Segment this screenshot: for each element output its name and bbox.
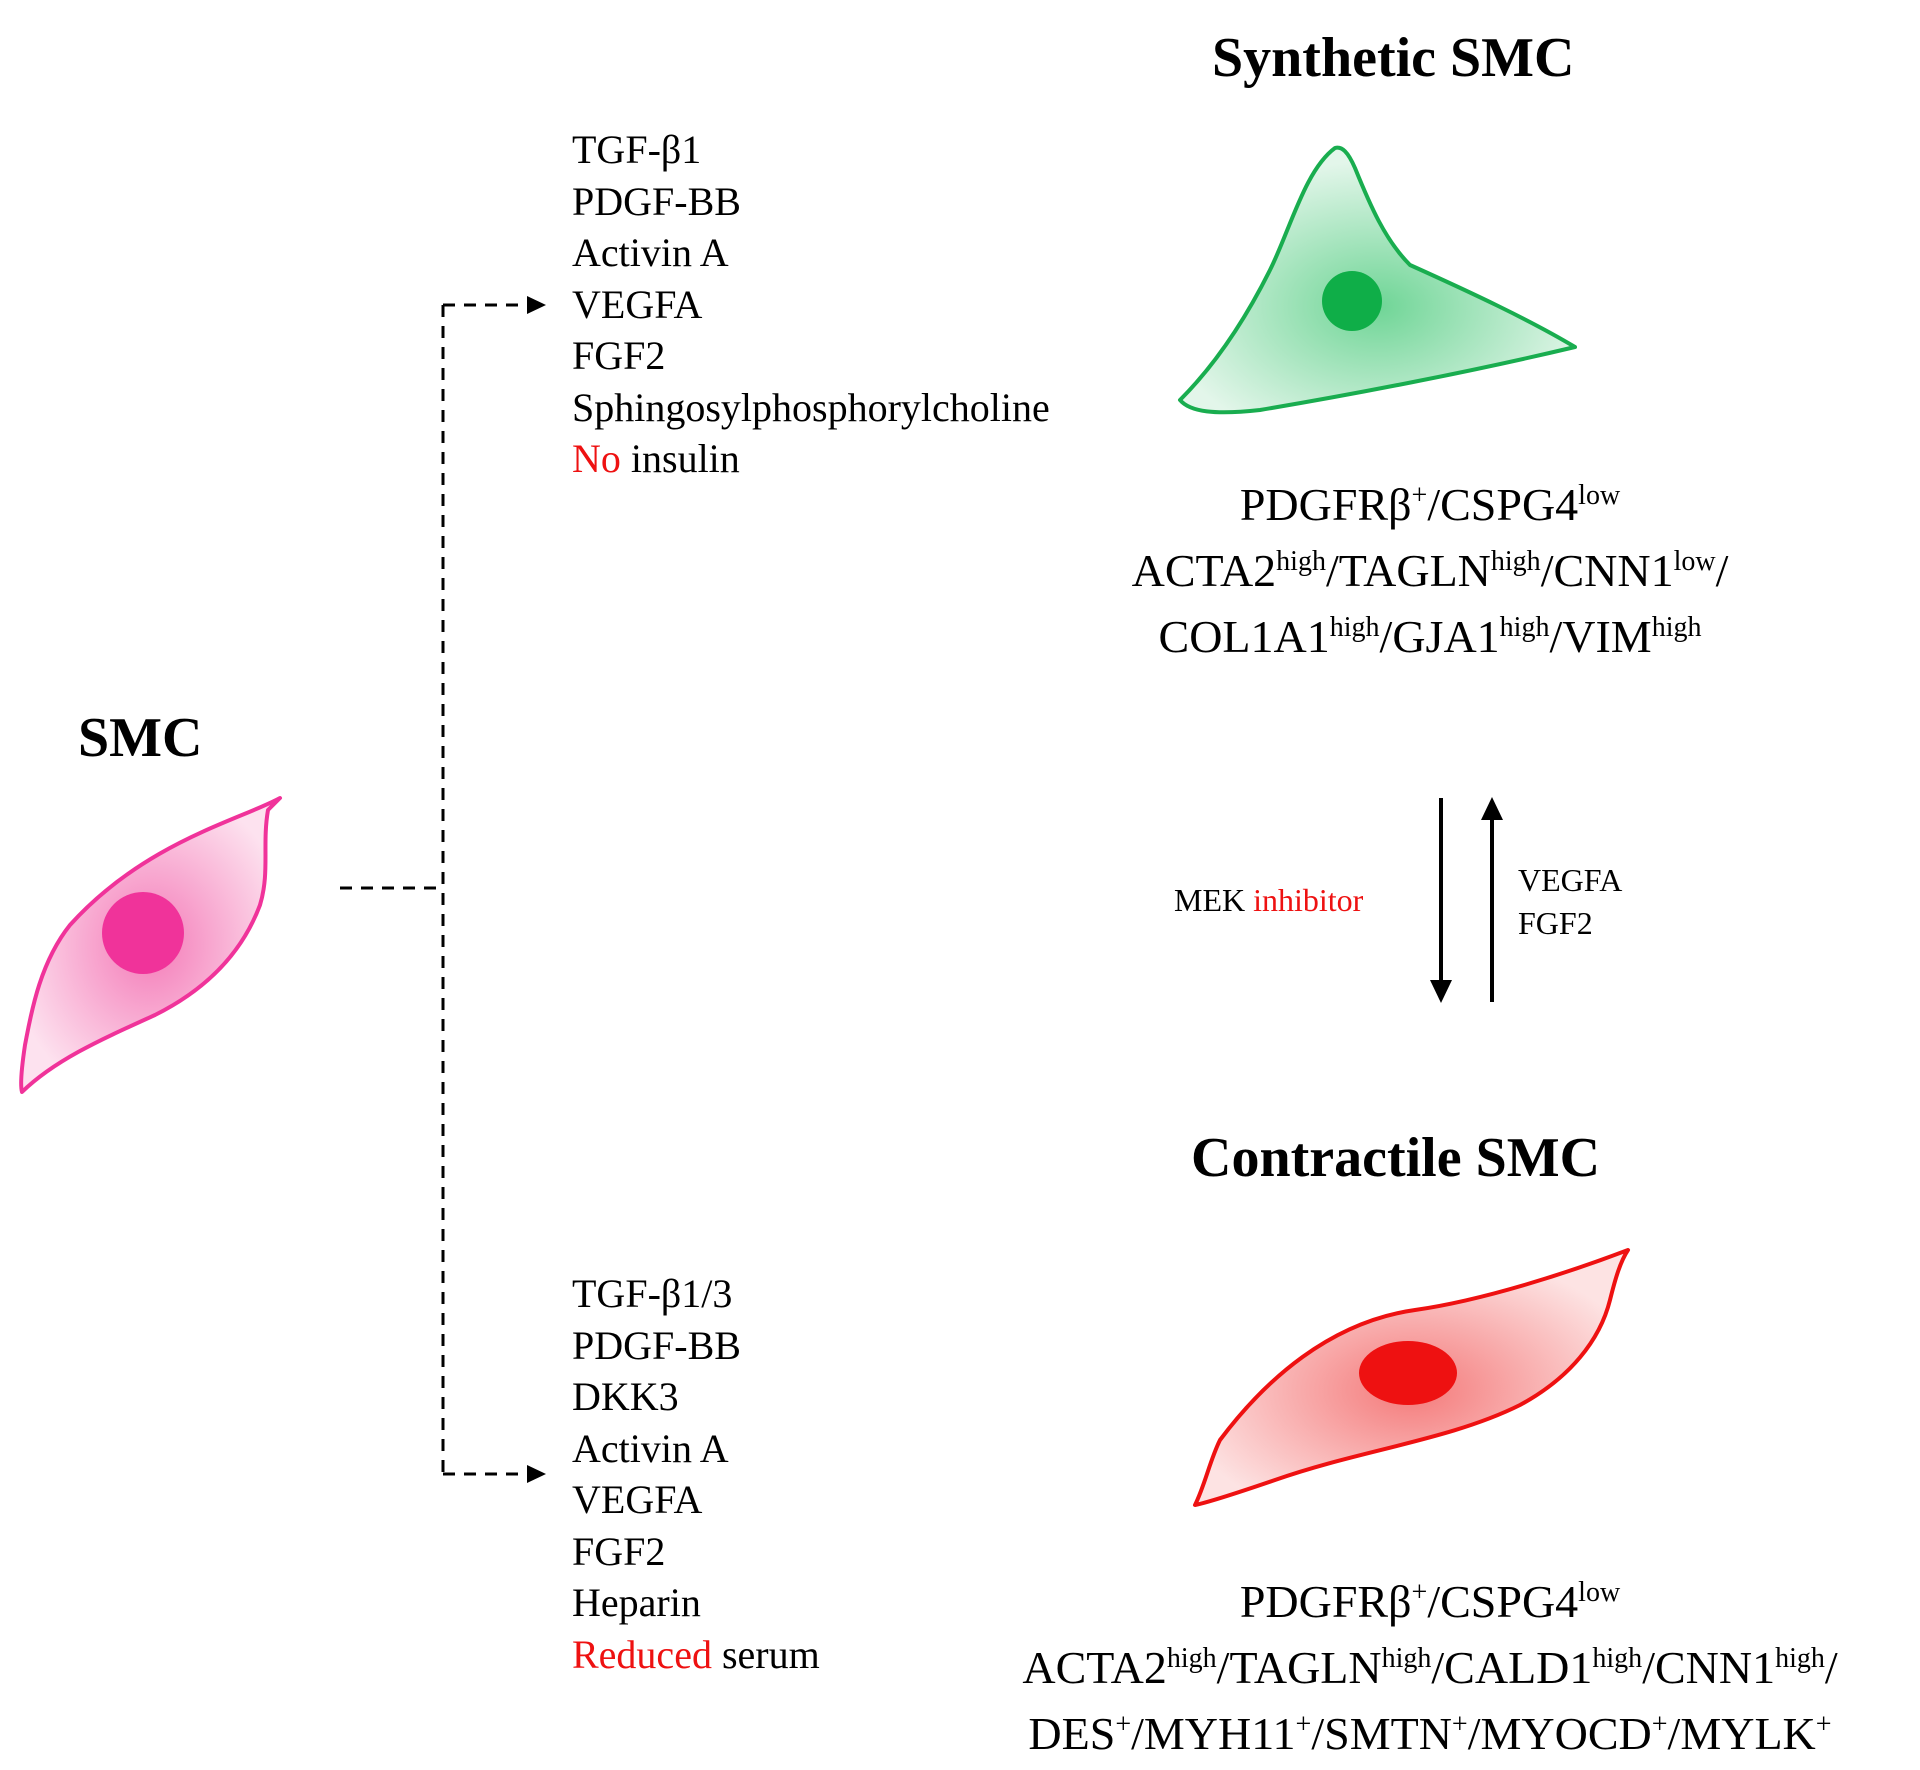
contractile-factor-item: Reduced serum bbox=[572, 1629, 820, 1681]
inhibitor-label-text: inhibitor bbox=[1253, 882, 1364, 918]
contractile-marker-line: DES+/MYH11+/SMTN+/MYOCD+/MYLK+ bbox=[900, 1704, 1920, 1770]
synthetic-factor-item: PDGF-BB bbox=[572, 178, 741, 224]
mek-inhibitor-label: MEK inhibitor bbox=[1174, 884, 1363, 916]
synthetic-marker-level: high bbox=[1490, 546, 1541, 577]
synthetic-marker-line: ACTA2high/TAGLNhigh/CNN1low/ bbox=[1040, 541, 1820, 607]
synthetic-marker-name: /CNN1 bbox=[1540, 545, 1674, 596]
contractile-marker-level: + bbox=[1451, 1709, 1468, 1740]
contractile-factor-item: VEGFA bbox=[572, 1477, 703, 1522]
up-label-vegfa: VEGFA bbox=[1518, 862, 1623, 898]
contractile-smc-title: Contractile SMC bbox=[1191, 1127, 1601, 1189]
contractile-marker-level: + bbox=[1295, 1709, 1312, 1740]
synthetic-factor-item: VEGFA bbox=[572, 281, 703, 327]
synthetic-factor-item: Sphingosylphosphorylcholine bbox=[572, 384, 1050, 430]
contractile-marker-name: /MYH11 bbox=[1131, 1708, 1296, 1759]
synthetic-marker-name: /VIM bbox=[1549, 611, 1652, 662]
synthetic-marker-level: + bbox=[1411, 480, 1428, 511]
contractile-marker-name: /MYLK bbox=[1667, 1708, 1816, 1759]
arrowhead-synthetic bbox=[527, 296, 546, 314]
contractile-factor-item: TGF-β1/3 bbox=[572, 1271, 733, 1316]
synthetic-smc-cell bbox=[1178, 145, 1577, 415]
branch-arrows bbox=[340, 303, 530, 1476]
contractile-marker-name: /CSPG4 bbox=[1427, 1576, 1579, 1627]
contractile-factor-item: DKK3 bbox=[572, 1374, 679, 1419]
contractile-marker-level: high bbox=[1166, 1643, 1217, 1674]
contractile-marker-name: PDGFRβ bbox=[1239, 1576, 1412, 1627]
smc-title: SMC bbox=[78, 707, 203, 769]
contractile-factor-item: PDGF-BB bbox=[572, 1322, 741, 1368]
synthetic-marker-name: ACTA2 bbox=[1131, 545, 1277, 596]
synthetic-marker-line: PDGFRβ+/CSPG4low bbox=[1040, 475, 1820, 541]
contractile-factor-highlight: Reduced bbox=[572, 1631, 712, 1677]
synthetic-factor-item: Activin A bbox=[572, 230, 729, 275]
down-arrowhead bbox=[1430, 980, 1452, 1003]
synthetic-marker-level: high bbox=[1276, 546, 1326, 577]
contractile-smc-cell bbox=[1193, 1248, 1630, 1507]
contractile-factor-item: Activin A bbox=[572, 1425, 729, 1471]
synthetic-smc-title: Synthetic SMC bbox=[1212, 27, 1575, 89]
synthetic-marker-name: /CSPG4 bbox=[1427, 479, 1579, 530]
synthetic-marker-name: / bbox=[1715, 545, 1729, 596]
contractile-marker-line: PDGFRβ+/CSPG4low bbox=[900, 1572, 1920, 1638]
contractile-marker-line: ACTA2high/TAGLNhigh/CALD1high/CNN1high/ bbox=[900, 1638, 1920, 1704]
synthetic-factor-item: No insulin bbox=[572, 433, 1050, 485]
contractile-factor-rest: serum bbox=[711, 1631, 820, 1677]
contractile-marker-level: high bbox=[1381, 1643, 1432, 1674]
synthetic-factor-rest: insulin bbox=[620, 436, 740, 481]
contractile-marker-level: + bbox=[1115, 1709, 1132, 1740]
contractile-marker-name: DES bbox=[1028, 1708, 1116, 1759]
contractile-factor-item: Heparin bbox=[572, 1580, 701, 1625]
synthetic-marker-level: low bbox=[1578, 480, 1621, 511]
arrowhead-contractile bbox=[527, 1465, 546, 1483]
contractile-marker-name: /SMTN bbox=[1311, 1708, 1452, 1759]
synthetic-factor-item: TGF-β1 bbox=[572, 127, 702, 172]
transition-arrows bbox=[1439, 798, 1494, 1002]
contractile-marker-level: + bbox=[1651, 1709, 1668, 1740]
synthetic-factor-highlight: No bbox=[572, 436, 621, 481]
synthetic-marker-level: high bbox=[1329, 612, 1380, 643]
contractile-marker-name: ACTA2 bbox=[1022, 1642, 1167, 1693]
contractile-marker-name: /TAGLN bbox=[1216, 1642, 1382, 1693]
synthetic-marker-line: COL1A1high/GJA1high/VIMhigh bbox=[1040, 607, 1820, 673]
synthetic-marker-name: /GJA1 bbox=[1379, 611, 1500, 662]
synthetic-marker-name: COL1A1 bbox=[1158, 611, 1330, 662]
contractile-marker-level: + bbox=[1411, 1577, 1428, 1608]
synthetic-marker-level: high bbox=[1499, 612, 1550, 643]
contractile-marker-name: /CALD1 bbox=[1431, 1642, 1593, 1693]
contractile-marker-level: high bbox=[1592, 1643, 1643, 1674]
contractile-nucleus bbox=[1359, 1341, 1457, 1405]
synthetic-factor-item: FGF2 bbox=[572, 333, 666, 378]
synthetic-marker-level: low bbox=[1673, 546, 1716, 577]
synthetic-marker-name: PDGFRβ bbox=[1239, 479, 1412, 530]
synthetic-marker-name: /TAGLN bbox=[1325, 545, 1491, 596]
synthetic-marker-level: high bbox=[1651, 612, 1702, 643]
smc-cell bbox=[19, 796, 282, 1094]
mek-label-text: MEK bbox=[1174, 882, 1254, 918]
up-label-fgf2: FGF2 bbox=[1518, 905, 1593, 941]
synthetic-nucleus bbox=[1322, 271, 1382, 331]
contractile-marker-name: /CNN1 bbox=[1642, 1642, 1776, 1693]
smc-nucleus bbox=[102, 892, 184, 974]
contractile-marker-name: / bbox=[1824, 1642, 1838, 1693]
contractile-marker-level: low bbox=[1578, 1577, 1621, 1608]
contractile-factor-item: FGF2 bbox=[572, 1528, 666, 1574]
contractile-marker-level: + bbox=[1815, 1709, 1832, 1740]
contractile-marker-level: high bbox=[1775, 1643, 1825, 1674]
up-arrowhead bbox=[1481, 797, 1503, 820]
contractile-marker-name: /MYOCD bbox=[1467, 1708, 1652, 1759]
